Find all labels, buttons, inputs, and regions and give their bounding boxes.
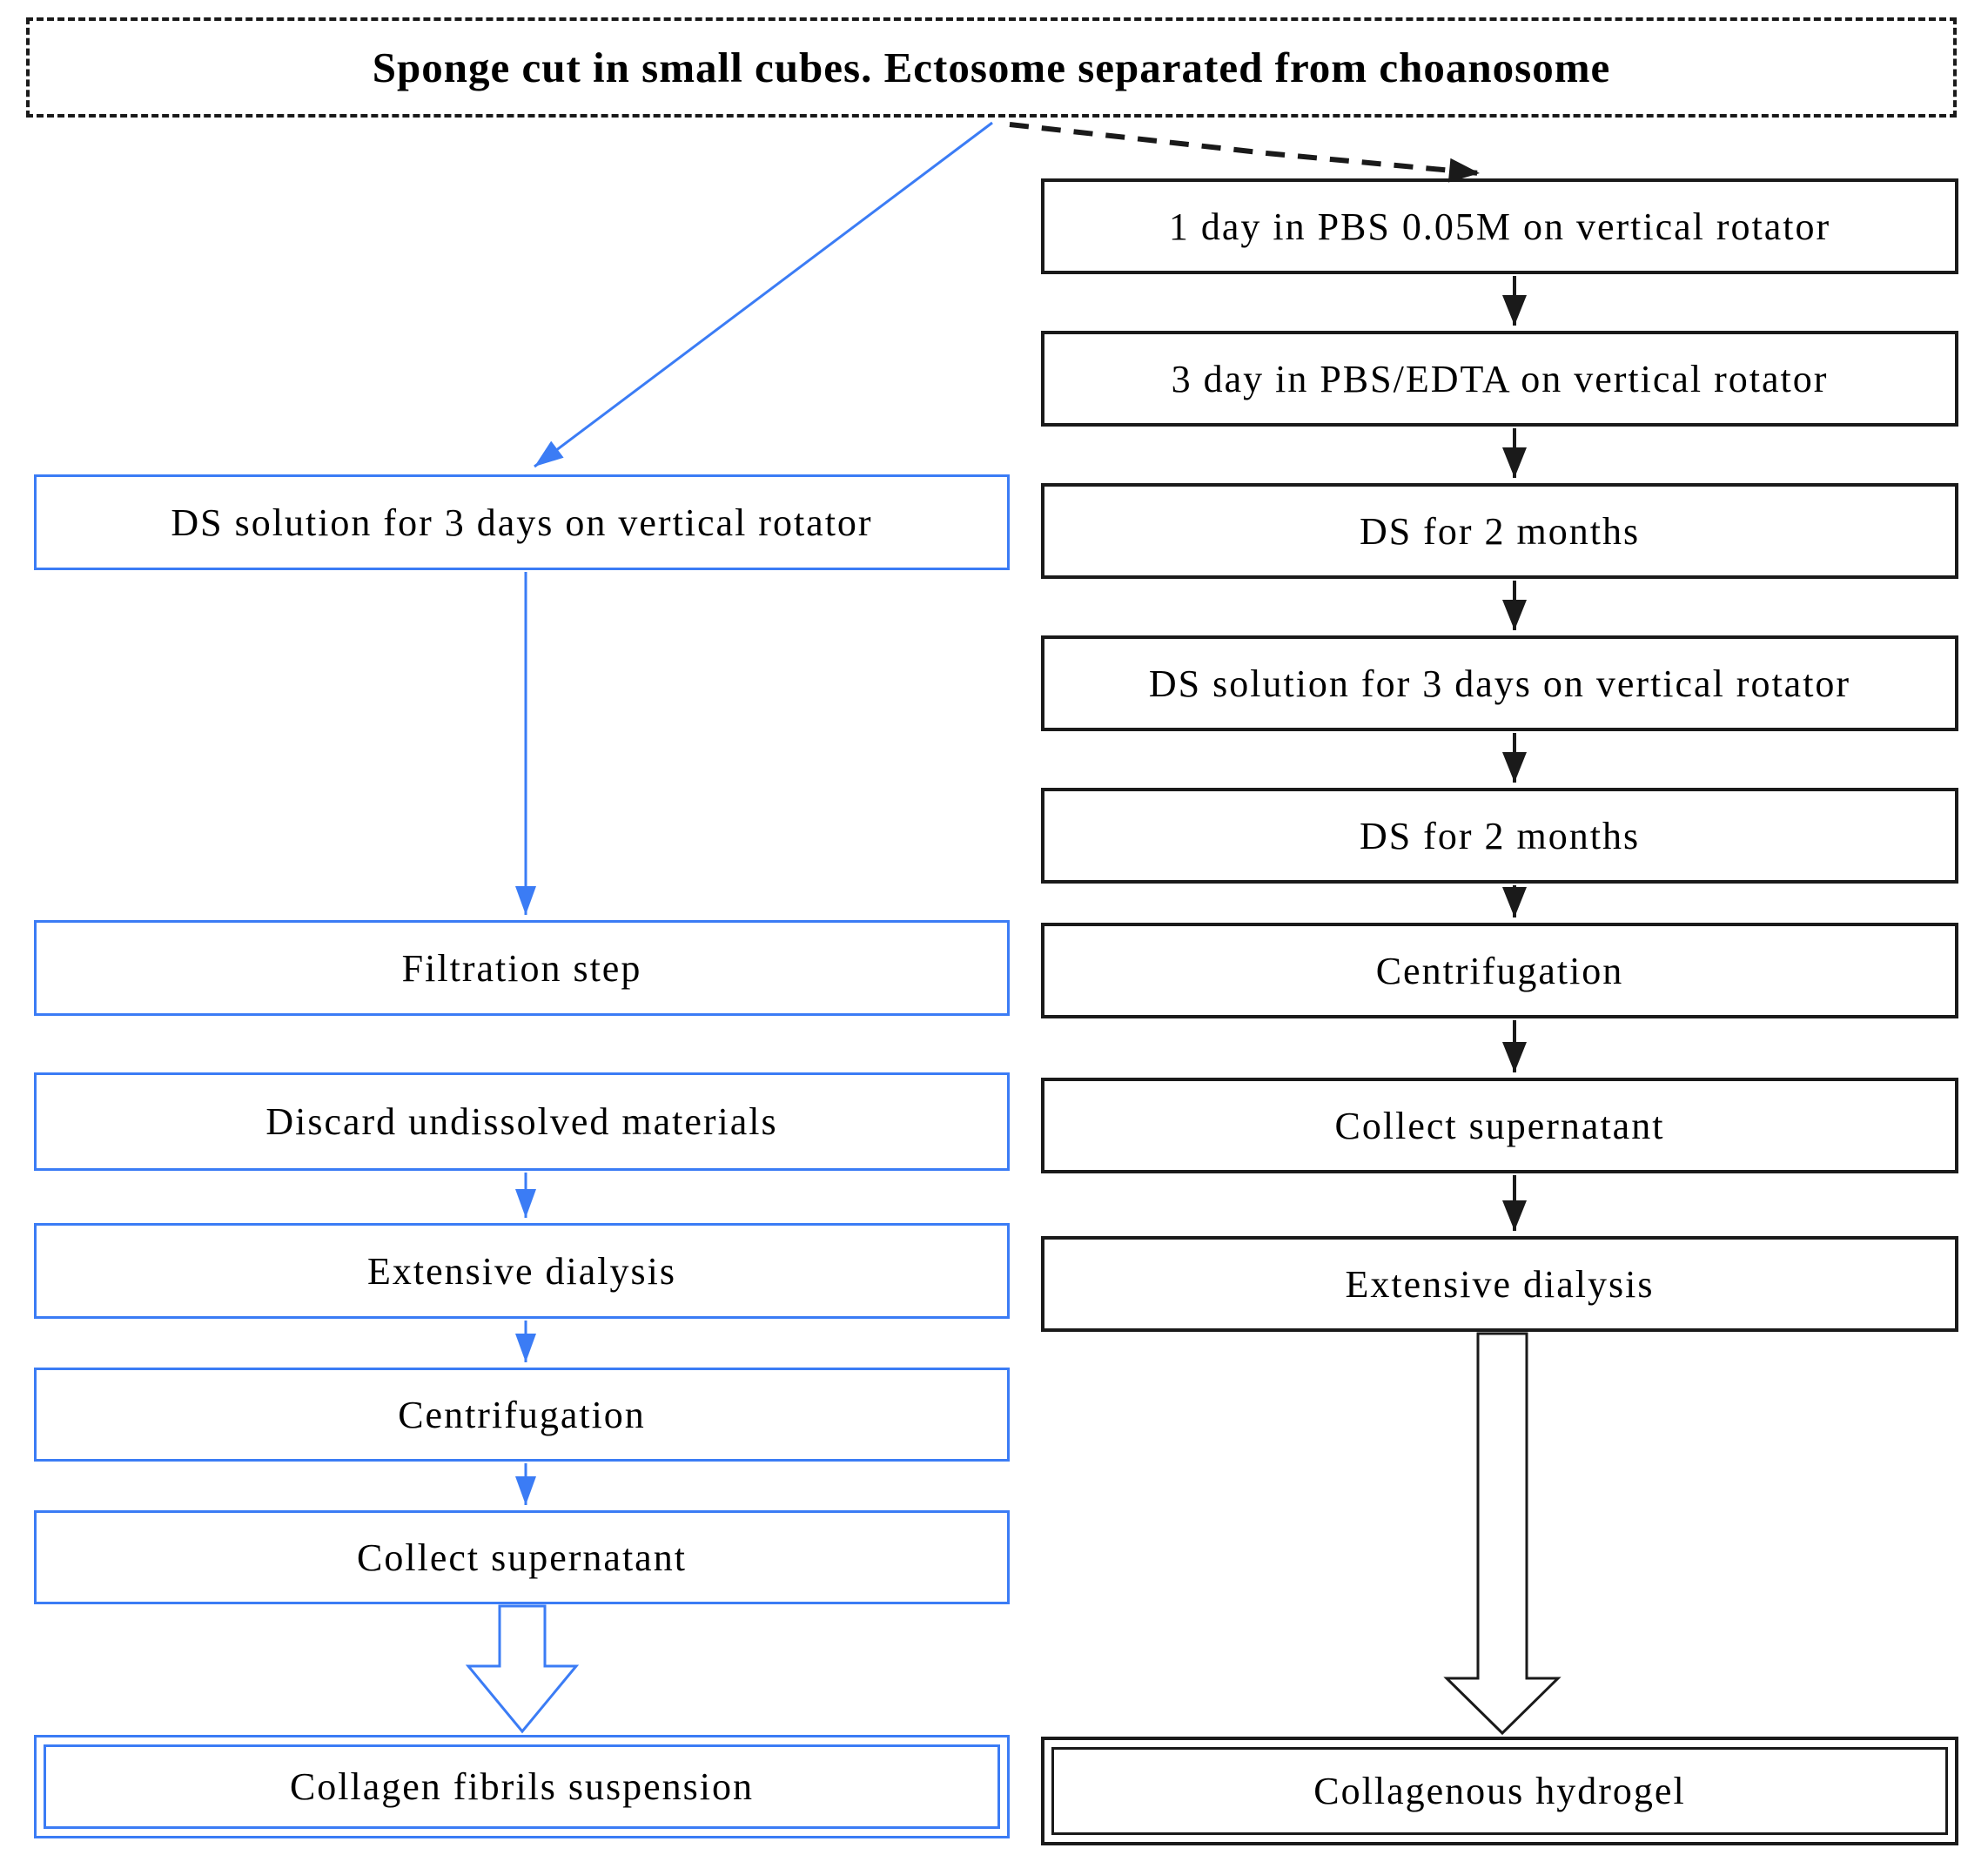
left-result-box: Collagen fibrils suspension <box>34 1735 1010 1838</box>
right-step-centrifugation: Centrifugation <box>1041 923 1958 1018</box>
step-label: DS for 2 months <box>1359 509 1641 553</box>
right-step-ds-2-months-2: DS for 2 months <box>1041 788 1958 884</box>
right-step-pbs-1day: 1 day in PBS 0.05M on vertical rotator <box>1041 178 1958 274</box>
right-step-ds-2-months-1: DS for 2 months <box>1041 483 1958 579</box>
right-step-extensive-dialysis: Extensive dialysis <box>1041 1236 1958 1332</box>
result-label: Collagen fibrils suspension <box>289 1765 755 1808</box>
left-step-filtration: Filtration step <box>34 920 1010 1016</box>
step-label: 3 day in PBS/EDTA on vertical rotator <box>1171 357 1829 400</box>
step-label: DS solution for 3 days on vertical rotat… <box>171 501 873 544</box>
step-label: Extensive dialysis <box>1345 1262 1655 1306</box>
step-label: DS solution for 3 days on vertical rotat… <box>1148 662 1851 705</box>
right-step-pbs-edta-3day: 3 day in PBS/EDTA on vertical rotator <box>1041 331 1958 427</box>
right-step-collect-supernatant: Collect supernatant <box>1041 1078 1958 1173</box>
left-result-box-inner: Collagen fibrils suspension <box>44 1744 1000 1829</box>
right-result-box: Collagenous hydrogel <box>1041 1737 1958 1845</box>
block-arrow-right-result <box>1443 1332 1562 1736</box>
step-label: Collect supernatant <box>357 1536 687 1579</box>
left-step-extensive-dialysis: Extensive dialysis <box>34 1223 1010 1319</box>
right-step-ds-solution: DS solution for 3 days on vertical rotat… <box>1041 635 1958 731</box>
left-step-ds-solution: DS solution for 3 days on vertical rotat… <box>34 474 1010 570</box>
connector-start-to-right-branch <box>1009 122 1481 183</box>
result-label: Collagenous hydrogel <box>1313 1770 1686 1812</box>
step-label: Centrifugation <box>398 1393 646 1436</box>
start-box: Sponge cut in small cubes. Ectosome sepa… <box>26 17 1957 118</box>
step-label: Discard undissolved materials <box>265 1100 778 1143</box>
start-box-label: Sponge cut in small cubes. Ectosome sepa… <box>372 44 1611 91</box>
left-step-collect-supernatant: Collect supernatant <box>34 1510 1010 1604</box>
step-label: DS for 2 months <box>1359 814 1641 857</box>
step-label: Extensive dialysis <box>367 1249 676 1293</box>
connector-start-to-left-branch <box>534 121 993 468</box>
left-step-discard-undissolved: Discard undissolved materials <box>34 1072 1010 1171</box>
step-label: Centrifugation <box>1375 949 1624 992</box>
left-step-centrifugation: Centrifugation <box>34 1368 1010 1462</box>
right-result-box-inner: Collagenous hydrogel <box>1051 1747 1948 1835</box>
block-arrow-left-result <box>465 1604 580 1734</box>
step-label: 1 day in PBS 0.05M on vertical rotator <box>1168 205 1831 248</box>
step-label: Filtration step <box>401 946 642 990</box>
step-label: Collect supernatant <box>1334 1104 1665 1147</box>
